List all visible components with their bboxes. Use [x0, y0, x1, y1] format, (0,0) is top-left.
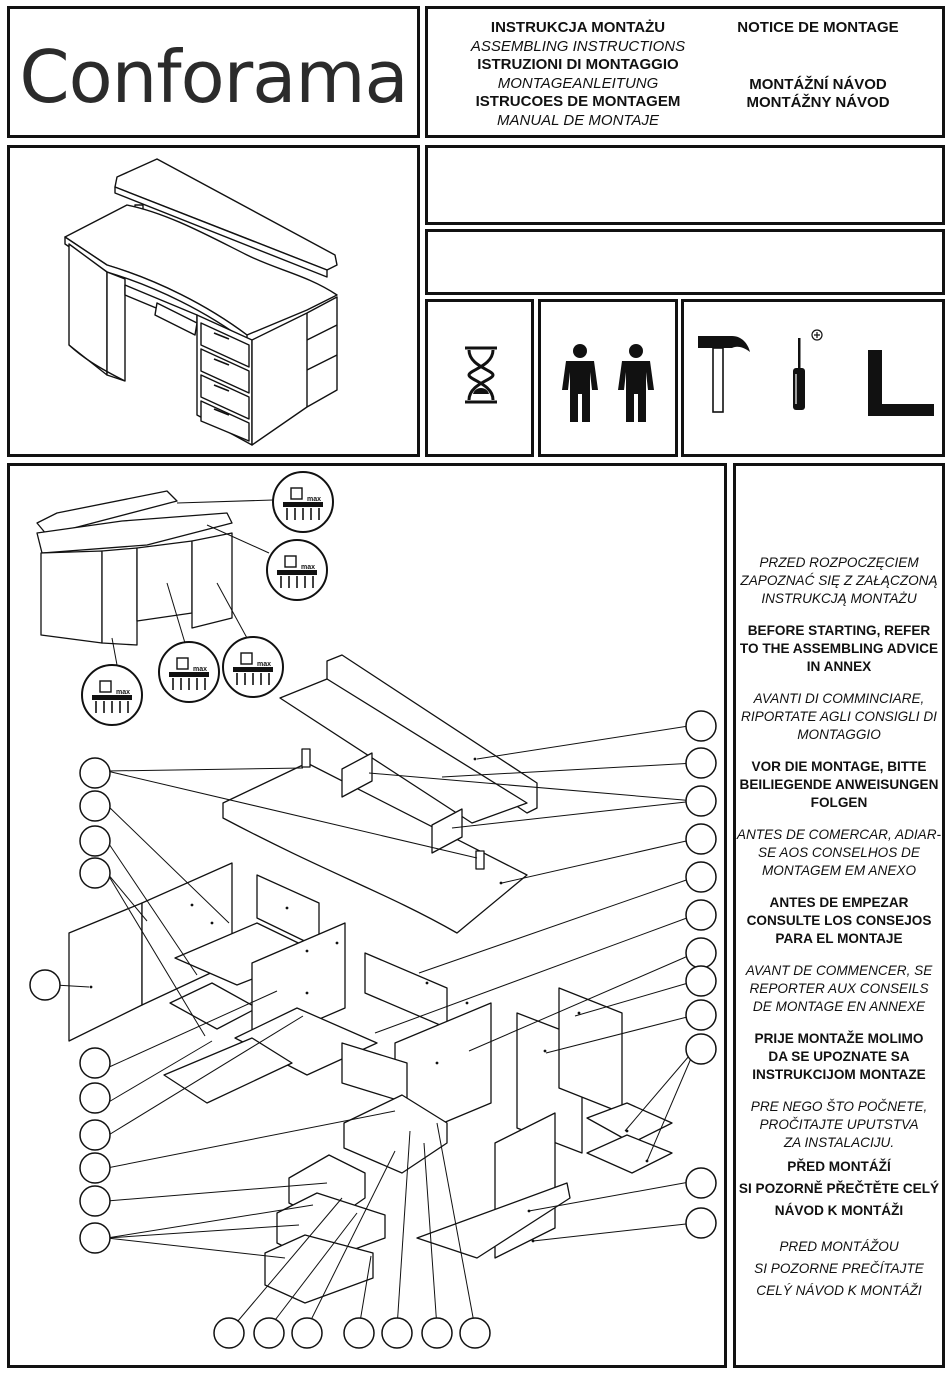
exploded-parts-diagram: max max max max max [29, 471, 717, 1349]
title-de: MONTAGEANLEITUNG [497, 74, 659, 92]
title-en: ASSEMBLING INSTRUCTIONS [470, 37, 686, 55]
assembly-overview-panel: max max max max max [7, 463, 727, 1368]
hammer-icon [698, 336, 750, 413]
title-pl: INSTRUKCJA MONTAŻU [490, 19, 666, 36]
desk-illustration [64, 158, 338, 446]
title-panel: INSTRUKCJA MONTAŻU ASSEMBLING INSTRUCTIO… [425, 6, 945, 138]
title-sk: MONTÁŽNY NÁVOD [746, 94, 890, 111]
max-label-3: max [257, 661, 271, 668]
two-persons-icon [562, 344, 654, 422]
hourglass-icon [465, 346, 497, 404]
max-label-5: max [116, 689, 130, 696]
max-label-2: max [301, 564, 315, 571]
brand-logo: Conforama [19, 35, 408, 119]
title-fr: NOTICE DE MONTAGE [737, 19, 899, 36]
title-list-right: NOTICE DE MONTAGE MONTÁŽNÍ NÁVOD MONTÁŽN… [718, 19, 918, 113]
max-label-1: max [307, 496, 321, 503]
advice-sr: PRE NEGO ŠTO POČNETE,PROČITAJTE UPUTSTVA… [750, 1099, 928, 1150]
product-preview-panel [7, 145, 420, 457]
title-list: INSTRUKCJA MONTAŻU ASSEMBLING INSTRUCTIO… [438, 19, 718, 130]
tools-panel [681, 299, 945, 457]
time-panel [425, 299, 534, 457]
title-it: ISTRUZIONI DI MONTAGGIO [477, 56, 679, 73]
advice-it: AVANTI DI COMMINCIARE,RIPORTATE AGLI CON… [741, 691, 937, 742]
screwdriver-icon [793, 329, 823, 410]
blank-info-box-1 [425, 145, 945, 225]
title-pt: ISTRUCOES DE MONTAGEM [475, 93, 681, 110]
logo-panel: Conforama [7, 6, 420, 138]
max-label-4: max [193, 666, 207, 673]
title-es: MANUAL DE MONTAJE [497, 111, 659, 129]
blank-info-box-2 [425, 229, 945, 295]
square-tool-icon [868, 350, 934, 416]
title-cz: MONTÁŽNÍ NÁVOD [749, 75, 887, 93]
advice-pt: ANTES DE COMERCAR, ADIAR-SE AOS CONSELHO… [736, 827, 942, 878]
persons-panel [538, 299, 678, 457]
